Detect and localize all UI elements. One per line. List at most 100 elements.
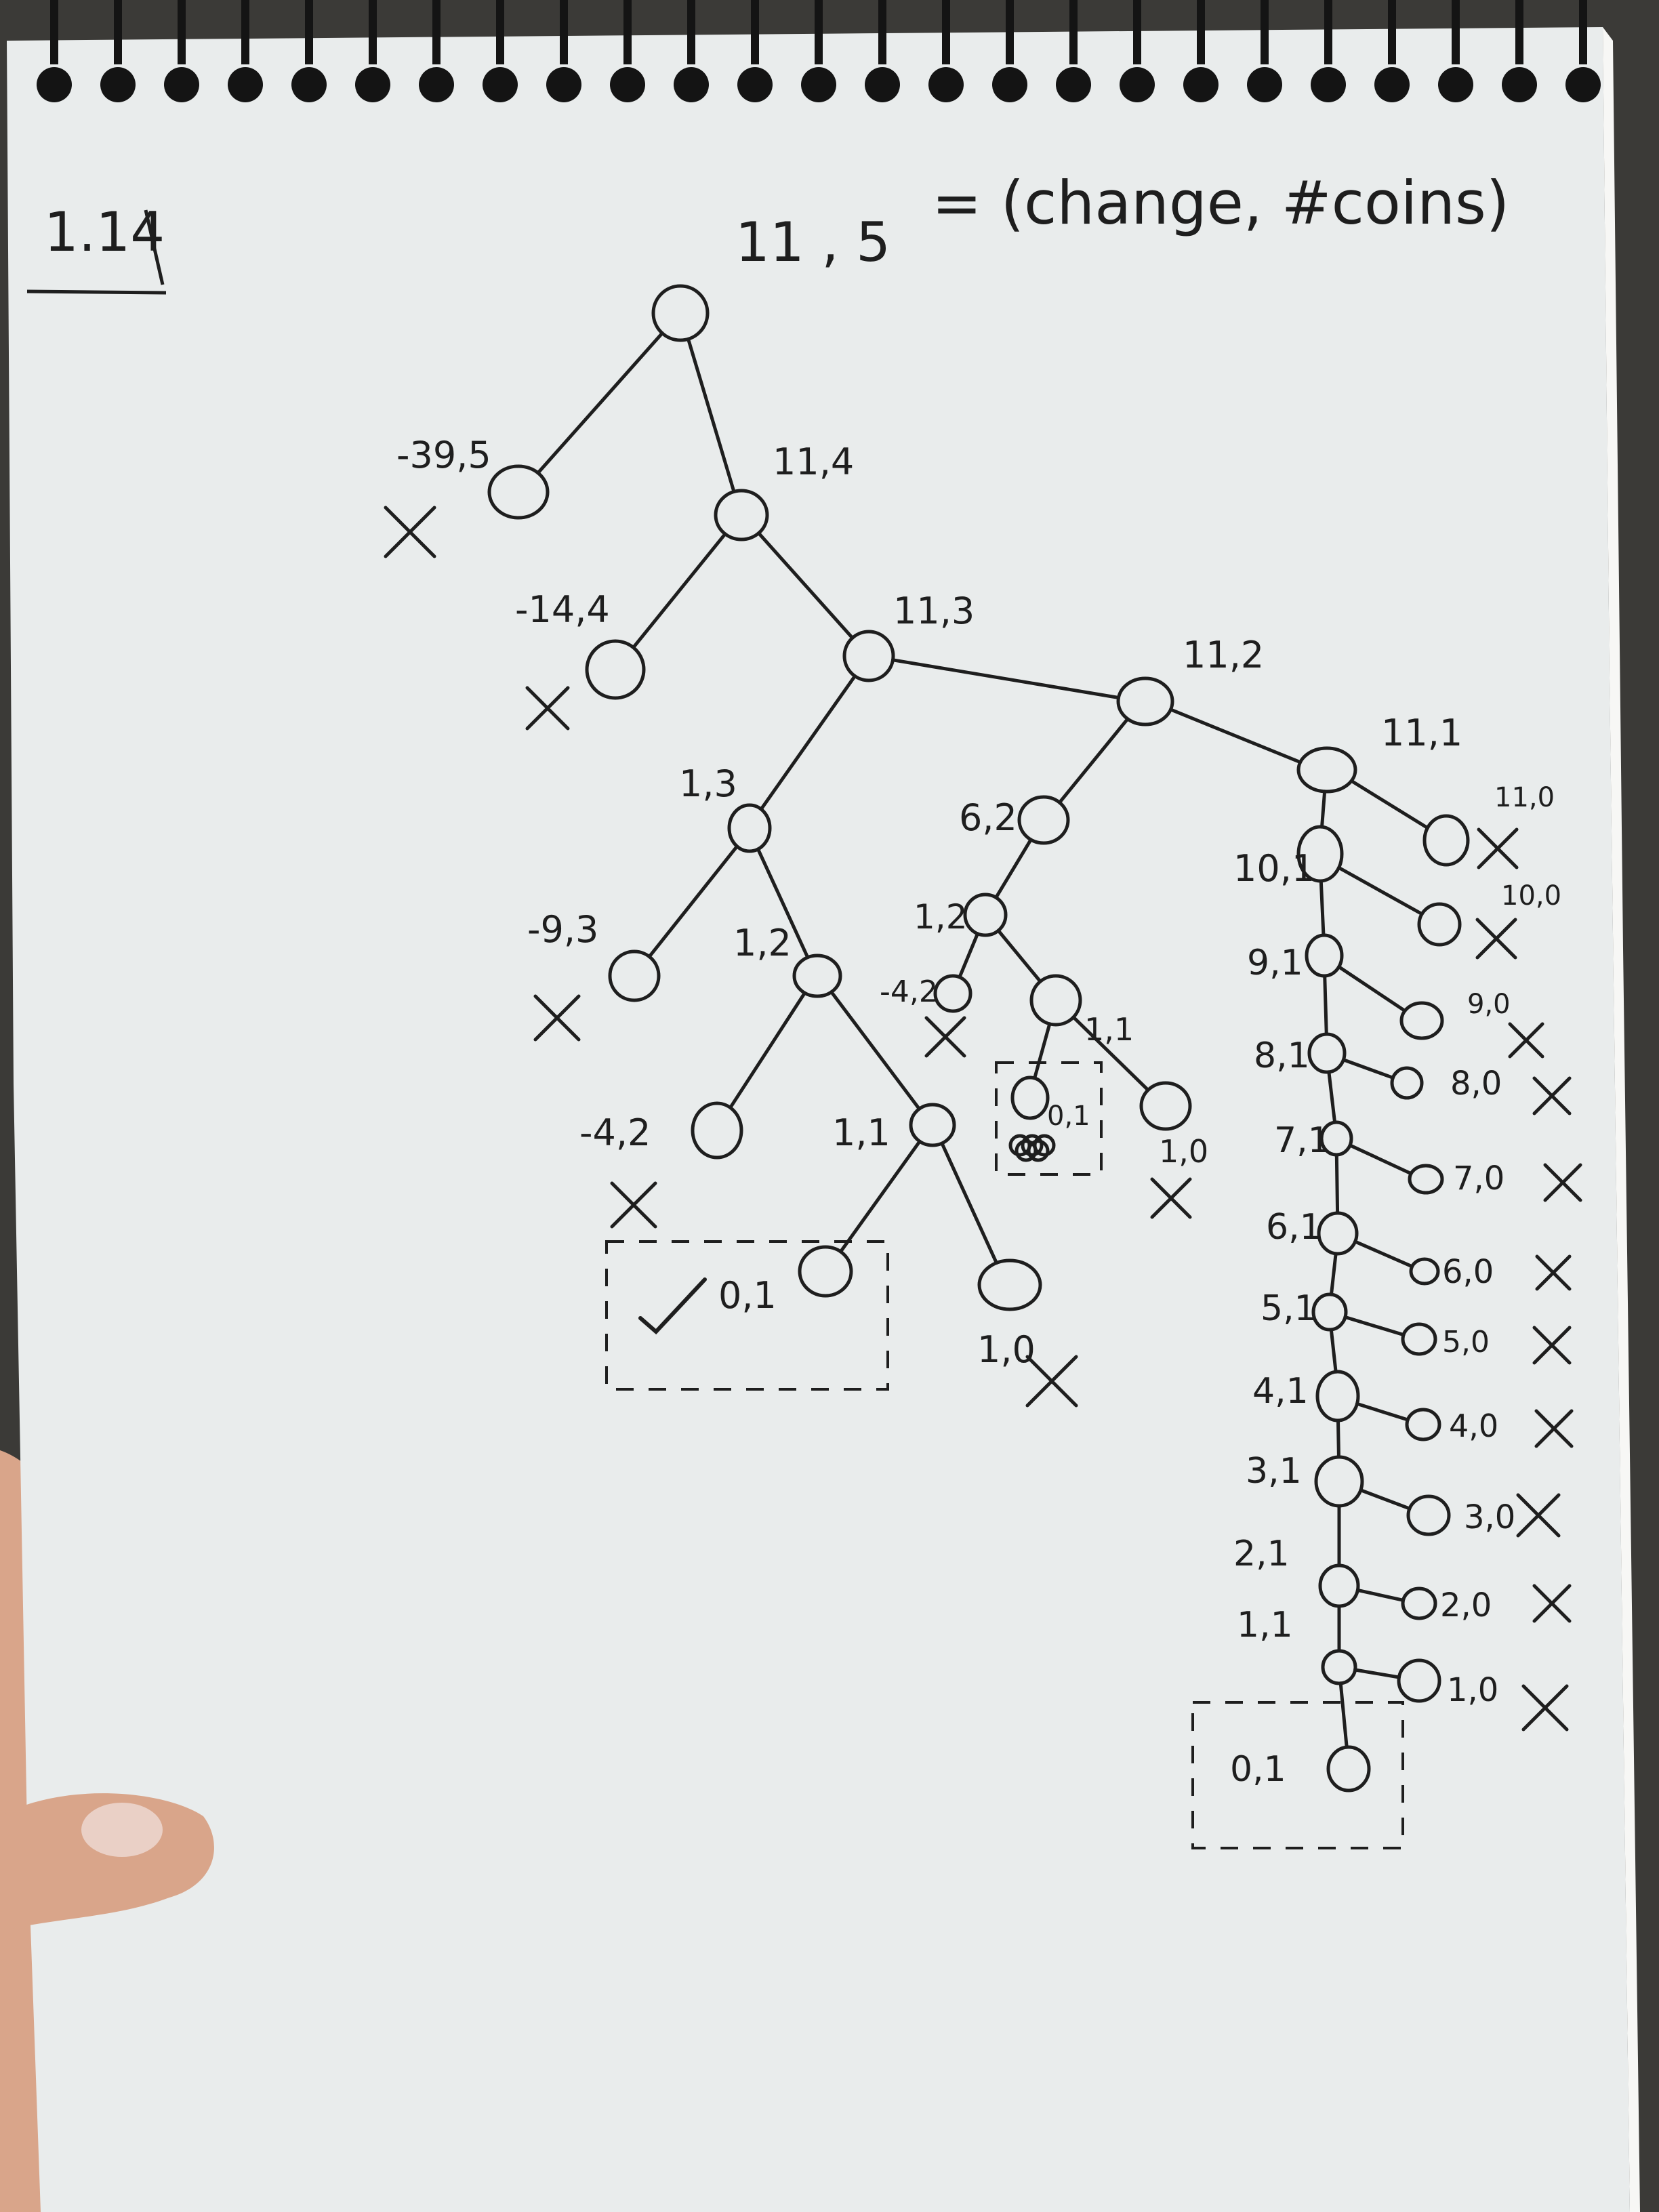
tree-node <box>1401 1586 1437 1620</box>
spiral-wire <box>560 0 568 64</box>
problem-label-box <box>26 209 167 295</box>
spiral-wire <box>1388 0 1396 64</box>
spiral-hole <box>1056 67 1091 102</box>
node-label: 2,0 <box>1440 1586 1492 1624</box>
node-label: 11,4 <box>773 441 854 483</box>
tree-edge <box>1353 1240 1414 1269</box>
spiral-hole <box>1183 67 1218 102</box>
spiral-hole <box>801 67 836 102</box>
accepted-check-mark <box>638 1277 707 1335</box>
tree-node <box>1139 1081 1192 1131</box>
tree-edge <box>632 532 727 649</box>
spiral-hole <box>610 67 645 102</box>
spiral-wire <box>815 0 823 64</box>
tree-edge <box>1348 1143 1413 1176</box>
tree-node <box>1116 676 1174 726</box>
spiral-hole <box>419 67 454 102</box>
spiral-wire <box>369 0 377 64</box>
node-label: 9,0 <box>1467 989 1511 1020</box>
node-label: 11,0 <box>1494 782 1555 813</box>
tree-edge <box>838 1139 922 1254</box>
tree-node <box>714 489 769 541</box>
spiral-wire <box>241 0 249 64</box>
spiral-hole <box>1374 67 1410 102</box>
rejected-x-mark <box>1543 1163 1582 1202</box>
node-label: -4,2 <box>880 975 938 1009</box>
paper-sheet <box>7 27 1630 2212</box>
tree-node <box>1417 902 1462 947</box>
node-label: 7,1 <box>1274 1120 1330 1161</box>
spiral-hole <box>100 67 136 102</box>
tree-edge <box>687 337 736 494</box>
spiral-wire <box>942 0 950 64</box>
node-label: 4,1 <box>1252 1371 1309 1412</box>
tree-edge <box>940 1141 998 1265</box>
tree-edge <box>1320 790 1327 829</box>
tree-edge <box>958 932 980 979</box>
tree-node <box>1408 1164 1444 1195</box>
tree-node <box>585 639 646 700</box>
node-label: 8,0 <box>1450 1065 1502 1103</box>
scribble-mark <box>1021 1134 1044 1157</box>
tree-node <box>1318 1563 1360 1608</box>
node-label: 6,2 <box>959 796 1017 839</box>
node-label: 5,0 <box>1442 1325 1490 1359</box>
spiral-wire <box>687 0 695 64</box>
node-label: 1,1 <box>1237 1605 1293 1645</box>
spiral-hole <box>483 67 518 102</box>
spiral-binding <box>37 0 1601 102</box>
tree-node <box>1017 795 1070 845</box>
spiral-hole <box>546 67 581 102</box>
spiral-wire <box>432 0 441 64</box>
tree-node <box>933 974 972 1013</box>
tree-node <box>1296 825 1344 883</box>
node-label: 11,2 <box>1183 634 1264 676</box>
spiral-wire <box>751 0 759 64</box>
node-label: 10,1 <box>1233 847 1315 890</box>
tree-node <box>1321 1649 1357 1685</box>
spiral-wire <box>623 0 632 64</box>
tree-edge <box>1355 1401 1410 1422</box>
spiral-hole <box>355 67 390 102</box>
rejected-x-mark <box>1516 1493 1561 1538</box>
node-label: 3,0 <box>1464 1498 1515 1536</box>
spiral-hole <box>865 67 900 102</box>
tree-node <box>1307 1032 1347 1074</box>
node-label: 5,1 <box>1261 1288 1317 1329</box>
rejected-x-mark <box>1521 1684 1569 1732</box>
rejected-x-mark <box>1025 1355 1078 1408</box>
node-label: 1,2 <box>914 897 968 937</box>
tree-node <box>1406 1494 1451 1536</box>
spiral-wire <box>1133 0 1141 64</box>
tree-edge <box>996 928 1042 983</box>
rejected-x-mark <box>1475 918 1517 960</box>
node-label: 4,0 <box>1449 1408 1498 1444</box>
node-label: 0,1 <box>1230 1749 1286 1790</box>
tree-node <box>1326 1745 1371 1793</box>
tree-node <box>1315 1370 1360 1422</box>
spiral-wire <box>1579 0 1587 64</box>
node-label: 11,1 <box>1381 712 1462 754</box>
tree-node <box>1317 1211 1359 1256</box>
spiral-wire <box>1006 0 1014 64</box>
node-label: -14,4 <box>515 588 610 631</box>
tree-node <box>792 954 842 998</box>
tree-edge <box>994 838 1033 899</box>
tree-node <box>909 1103 956 1147</box>
rejected-x-mark <box>1508 1022 1544 1059</box>
rejected-x-mark <box>1532 1326 1572 1365</box>
tree-node <box>1296 746 1357 794</box>
tree-edge <box>729 991 806 1109</box>
highlight-boxes <box>605 1061 1404 1849</box>
node-label: -4,2 <box>579 1111 651 1154</box>
tree-edge <box>756 531 855 640</box>
tree-node <box>977 1258 1042 1311</box>
spiral-wire <box>496 0 504 64</box>
dashed-highlight-box <box>1191 1701 1404 1849</box>
spiral-wire <box>114 0 122 64</box>
rejected-x-mark <box>1150 1177 1192 1219</box>
spiral-hole <box>1565 67 1601 102</box>
node-label: 8,1 <box>1254 1036 1310 1076</box>
spiral-hole <box>1438 67 1473 102</box>
